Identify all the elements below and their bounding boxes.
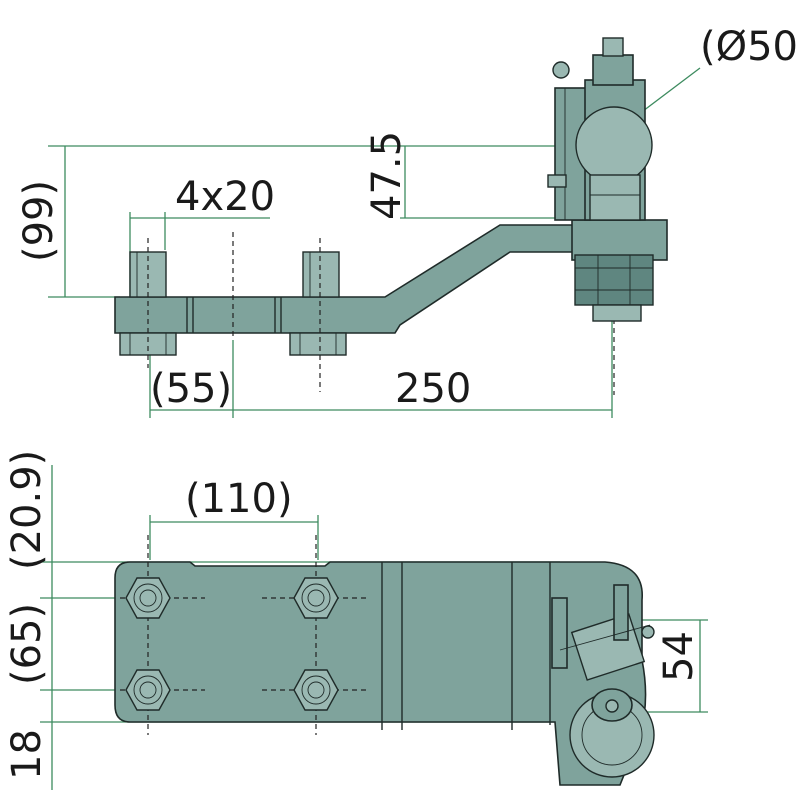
bottom-margin-label: 18	[4, 729, 50, 780]
side-view: (Ø50) (99) 47.5 4x20 (55) 250	[16, 24, 800, 418]
nut-top-left	[125, 577, 171, 619]
side-plate	[114, 224, 576, 334]
ball-diameter-label: (Ø50)	[700, 24, 800, 70]
nut-bottom-right	[293, 669, 339, 711]
bolt-spacing-label: (110)	[185, 476, 293, 522]
nut-bottom-left	[125, 669, 171, 711]
length-label: 250	[395, 366, 471, 412]
row-spacing-label: (65)	[4, 603, 50, 685]
bolts-label: 4x20	[175, 174, 275, 220]
bolt-offset-label: (55)	[150, 366, 232, 412]
top-margin-label: (20.9)	[4, 450, 50, 570]
top-coupling	[551, 584, 655, 778]
nut-top-right	[293, 577, 339, 619]
top-view: (110) (20.9) (65) 18 54	[4, 450, 708, 790]
side-bolt-right	[289, 251, 347, 356]
height-offset-label: (99)	[16, 180, 62, 262]
pin-spacing-label: 54	[656, 631, 702, 682]
top-plate	[114, 561, 647, 786]
ball-height-label: 47.5	[364, 131, 410, 220]
side-coupling	[547, 37, 668, 322]
